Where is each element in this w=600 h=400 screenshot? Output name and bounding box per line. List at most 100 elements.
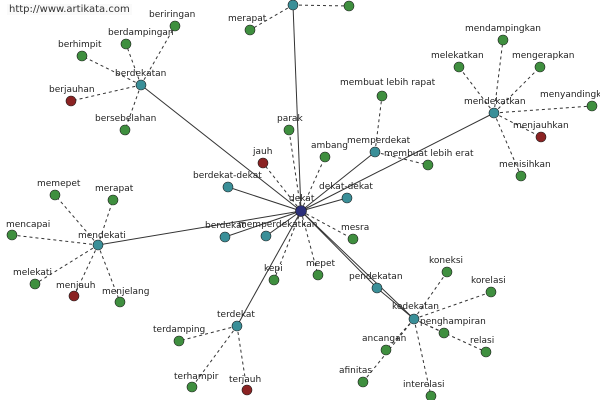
edge-dekat-pendekatan [300, 210, 378, 289]
word-node-menisihkan [515, 170, 527, 182]
word-node-penghampiran [438, 327, 450, 339]
word-label-koneksi: koneksi [429, 256, 463, 266]
word-label-menjauh: menjauh [56, 281, 95, 291]
edge-pendekatan-kedekatan [376, 287, 415, 320]
word-node-mesra [347, 233, 359, 245]
edge-dekat-dekat-dekat [300, 197, 348, 212]
word-node-kepi [268, 274, 280, 286]
word-node-berhimpit [76, 50, 88, 62]
edge-dekat-kepi [273, 210, 302, 281]
word-label-jauh: jauh [252, 147, 272, 157]
hub-node-mendekatkan [488, 107, 500, 119]
center-node-dekat [295, 205, 307, 217]
word-node-afinitas [357, 376, 369, 388]
edge-dekat-mendekatkan [300, 112, 495, 212]
word-node-menyandingkan [586, 100, 598, 112]
word-label-menyandingkan: menyandingkan [540, 90, 600, 100]
edge-dekat-memperdekatkan [265, 210, 302, 237]
hub-label-kedekatan: kedekatan [392, 302, 439, 312]
word-label-kepi: kepi [264, 264, 283, 274]
word-label-berhimpit: berhimpit [58, 40, 102, 50]
word-node-terdamping [173, 335, 185, 347]
word-label-membuat-lebih-erat: membuat lebih erat [384, 149, 474, 159]
hub-node-memperdekat [369, 146, 381, 158]
hub-label-memperdekatkan: memperdekatkan [238, 220, 317, 230]
edge-dekat-berdekatan [140, 84, 302, 212]
edge-mendekati-menjelang [97, 244, 121, 303]
word-node-terjauh [241, 384, 253, 396]
edge-dekat-ambang [300, 156, 326, 212]
word-node-menjelang [114, 296, 126, 308]
hub-label-pendekatan: pendekatan [349, 272, 403, 282]
hub-label-berdekatan: berdekatan [115, 69, 166, 79]
word-label-menisihkan: menisihkan [499, 160, 551, 170]
word-label-merapat-left: merapat [95, 184, 134, 194]
hub-label-dekat-dekat: dekat-dekat [319, 182, 373, 192]
edge-kedekatan-afinitas [362, 318, 415, 383]
word-node-mepet-center [312, 269, 324, 281]
hub-node-berdekatan [135, 79, 147, 91]
hub-label-terdekat: terdekat [217, 310, 255, 320]
edge-top-hub-merapat-top [249, 4, 294, 31]
edge-berdekatan-beriringan [140, 25, 176, 86]
word-label-interelasi: interelasi [403, 380, 445, 390]
word-label-relasi: relasi [470, 336, 494, 346]
edge-dekat-mendekati [97, 210, 302, 246]
word-node-berjauhan [65, 95, 77, 107]
edge-mendekati-merapat-left [97, 199, 114, 246]
hub-label-mendekatkan: mendekatkan [464, 97, 526, 107]
word-label-mencapai: mencapai [6, 220, 50, 230]
word-node-merapat-top [244, 24, 256, 36]
edge-mendekati-melekati [34, 244, 99, 285]
hub-node-terdekat [231, 320, 243, 332]
edge-dekat-berdekat [224, 210, 302, 238]
edge-berdekatan-bersebelahan [124, 84, 142, 131]
edge-layer [11, 4, 593, 397]
hub-label-memperdekat: memperdekat [347, 136, 411, 146]
edge-mendekatkan-mendampingkan [493, 39, 504, 114]
hub-node-berdekat [219, 231, 231, 243]
edge-kedekatan-interelasi [413, 318, 432, 397]
word-node-ancangan [380, 344, 392, 356]
word-label-terdamping: terdamping [153, 325, 205, 335]
word-label-bersebelahan: bersebelahan [95, 114, 156, 124]
word-label-mendampingkan: mendampingkan [465, 24, 541, 34]
hub-node-top-hub [287, 0, 299, 11]
hub-node-pendekatan [371, 282, 383, 294]
node-layer [6, 0, 598, 400]
edge-dekat-mepet-center [300, 210, 319, 276]
edge-mendekatkan-menjauhkan [493, 112, 542, 138]
edge-dekat-terdekat [236, 210, 302, 327]
edge-dekat-memperdekat [300, 151, 376, 212]
hub-node-mendekati [92, 239, 104, 251]
word-node-membuat-lebih-erat [422, 159, 434, 171]
edge-mendekatkan-mengerapkan [493, 66, 541, 114]
word-label-beriringan: beriringan [149, 10, 195, 20]
word-label-mengerapkan: mengerapkan [512, 51, 574, 61]
word-label-berdampingan: berdampingan [108, 28, 174, 38]
word-node-koneksi [441, 266, 453, 278]
word-node-mengerapkan [534, 61, 546, 73]
word-label-merapat-top: merapat [228, 14, 267, 24]
word-node-melekati [29, 278, 41, 290]
word-node-terhampir [186, 381, 198, 393]
word-node-merapat-left [107, 194, 119, 206]
edge-dekat-mesra [300, 210, 354, 240]
edge-mendekati-mencapai [11, 234, 99, 246]
edge-terdekat-terdamping [178, 325, 238, 342]
hub-label-berdekat: berdekat [205, 221, 246, 231]
word-label-penghampiran: penghampiran [420, 317, 486, 327]
word-node-top-right-leaf [343, 0, 355, 12]
word-label-mepet-center: mepet [306, 259, 336, 269]
edge-berdekatan-berhimpit [81, 55, 142, 86]
word-node-membuat-lebih-rapat [376, 90, 388, 102]
word-label-melekati: melekati [13, 268, 52, 278]
label-layer: beriringan berdampingan berhimpit berjauhan… [6, 10, 600, 390]
word-node-melekatkan [453, 61, 465, 73]
hub-label-berdekat-dekat: berdekat-dekat [193, 171, 262, 181]
hub-node-dekat-dekat [341, 192, 353, 204]
word-label-berjauhan: berjauhan [49, 85, 95, 95]
word-label-mesra: mesra [341, 223, 369, 233]
edge-mendekatkan-melekatkan [458, 66, 495, 114]
word-node-menjauh [68, 290, 80, 302]
